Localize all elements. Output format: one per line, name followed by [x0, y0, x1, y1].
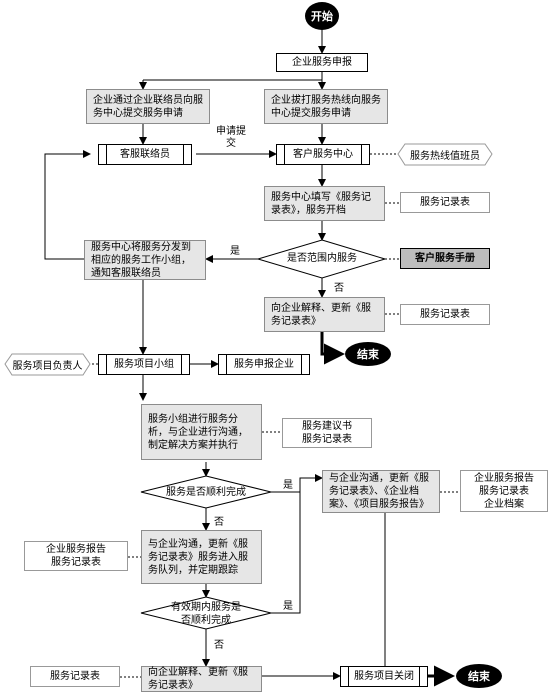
- project-lead: 服务项目负责人: [5, 354, 90, 375]
- no-1-label: 否: [332, 283, 346, 295]
- smooth-text: 服务是否顺利完成: [160, 486, 252, 499]
- close-box: 服务项目关闭: [340, 666, 428, 687]
- assign-box: 服务中心将服务分发到相应的服务工作小组，通知客服联络员: [84, 240, 206, 280]
- doc-report-2-label: 企业服务报告 服务记录表: [46, 544, 106, 568]
- no-3-text: 否: [214, 640, 224, 651]
- queue-box: 与企业沟通，更新《服务记录表》服务进入服务队列，并定期跟踪: [141, 530, 262, 584]
- yes-2-label: 是: [281, 480, 295, 492]
- analysis-label: 服务小组进行服务分析，与企业进行沟通，制定解决方案并执行: [148, 413, 248, 451]
- doc-record-1: 服务记录表: [400, 192, 490, 213]
- decision-in-scope: [256, 239, 387, 279]
- explain-2-label: 向企业解释、更新《服务记录表》: [148, 667, 248, 691]
- yes-3-text: 是: [283, 601, 293, 612]
- in-scope-text: 是否范围内服务: [278, 252, 366, 265]
- no-3-label: 否: [212, 640, 226, 652]
- doc-report-2: 企业服务报告 服务记录表: [24, 541, 128, 571]
- fill-record-label: 服务中心填写《服务记录表》，服务开档: [271, 191, 371, 216]
- decision-valid-period: [140, 596, 272, 630]
- valid-period-label: 有效期内服务是否顺利完成: [171, 602, 241, 626]
- project-lead-shape: [4, 353, 91, 376]
- no-1-text: 否: [334, 283, 344, 294]
- apply-box: 企业服务申报: [276, 53, 368, 72]
- start-node: 开始: [305, 2, 339, 30]
- doc-proposal-label: 服务建议书 服务记录表: [302, 421, 352, 445]
- explain-1-box: 向企业解释、更新《服务记录表》: [264, 297, 385, 332]
- communicate-1-label: 与企业沟通，更新《服务记录表》、《企业档案》、《项目服务报告》: [329, 473, 429, 510]
- queue-label: 与企业沟通，更新《服务记录表》服务进入服务队列，并定期跟踪: [148, 538, 248, 576]
- assign-label: 服务中心将服务分发到相应的服务工作小组，通知客服联络员: [91, 241, 191, 279]
- submit-label: 申请提交: [214, 126, 248, 150]
- hotline-duty-label: 服务热线值班员: [410, 151, 480, 162]
- doc-record-2: 服务记录表: [400, 304, 490, 325]
- via-hotline-box: 企业拔打服务热线向服务中心提交服务申请: [264, 89, 388, 124]
- applicant-box: 服务申报企业: [218, 354, 310, 375]
- manual-box: 客户服务手册: [400, 248, 490, 269]
- no-2-text: 否: [214, 517, 224, 528]
- explain-1-label: 向企业解释、更新《服务记录表》: [271, 302, 371, 327]
- doc-record-3: 服务记录表: [30, 666, 120, 687]
- via-hotline-label: 企业拔打服务热线向服务中心提交服务申请: [271, 94, 381, 119]
- liaison-box: 客服联络员: [98, 144, 192, 165]
- doc-record-1-label: 服务记录表: [420, 197, 470, 208]
- project-group-label: 服务项目小组: [114, 359, 174, 370]
- communicate-1-box: 与企业沟通，更新《服务记录表》、《企业档案》、《项目服务报告》: [322, 470, 440, 513]
- doc-record-3-label: 服务记录表: [50, 671, 100, 682]
- yes-1-text: 是: [230, 246, 240, 257]
- explain-2-box: 向企业解释、更新《服务记录表》: [141, 666, 262, 692]
- yes-2-text: 是: [283, 480, 293, 491]
- doc-report-label: 企业服务报告 服务记录表 企业档案: [474, 472, 534, 510]
- end-node-1: 结束: [345, 342, 391, 366]
- fill-record-box: 服务中心填写《服务记录表》，服务开档: [264, 186, 385, 221]
- yes-1-label: 是: [228, 246, 242, 258]
- valid-period-text: 有效期内服务是否顺利完成: [168, 601, 244, 627]
- service-center-label: 客户服务中心: [293, 149, 353, 160]
- doc-report: 企业服务报告 服务记录表 企业档案: [460, 470, 548, 512]
- end-2-label: 结束: [468, 670, 490, 683]
- close-label: 服务项目关闭: [354, 671, 414, 682]
- decision-smooth: [140, 475, 272, 509]
- service-center-box: 客户服务中心: [276, 144, 370, 165]
- doc-proposal: 服务建议书 服务记录表: [282, 418, 372, 448]
- yes-3-label: 是: [281, 601, 295, 613]
- via-liaison-box: 企业通过企业联络员向服务中心提交服务申请: [86, 89, 210, 124]
- smooth-label: 服务是否顺利完成: [166, 487, 246, 498]
- hotline-duty-shape: [397, 143, 493, 166]
- in-scope-label: 是否范围内服务: [287, 253, 357, 264]
- via-liaison-label: 企业通过企业联络员向服务中心提交服务申请: [93, 94, 203, 119]
- doc-record-2-label: 服务记录表: [420, 309, 470, 320]
- submit-text: 申请提交: [216, 126, 246, 149]
- project-group-box: 服务项目小组: [98, 354, 190, 375]
- liaison-label: 客服联络员: [120, 149, 170, 160]
- apply-label: 企业服务申报: [292, 57, 352, 68]
- end-1-label: 结束: [357, 348, 379, 361]
- analysis-box: 服务小组进行服务分析，与企业进行沟通，制定解决方案并执行: [141, 404, 262, 460]
- start-label: 开始: [311, 10, 333, 23]
- no-2-label: 否: [212, 517, 226, 529]
- project-lead-label: 服务项目负责人: [12, 361, 83, 372]
- manual-label: 客户服务手册: [415, 253, 475, 264]
- applicant-label: 服务申报企业: [234, 359, 294, 370]
- end-node-2: 结束: [456, 664, 502, 688]
- hotline-duty: 服务热线值班员: [398, 144, 492, 165]
